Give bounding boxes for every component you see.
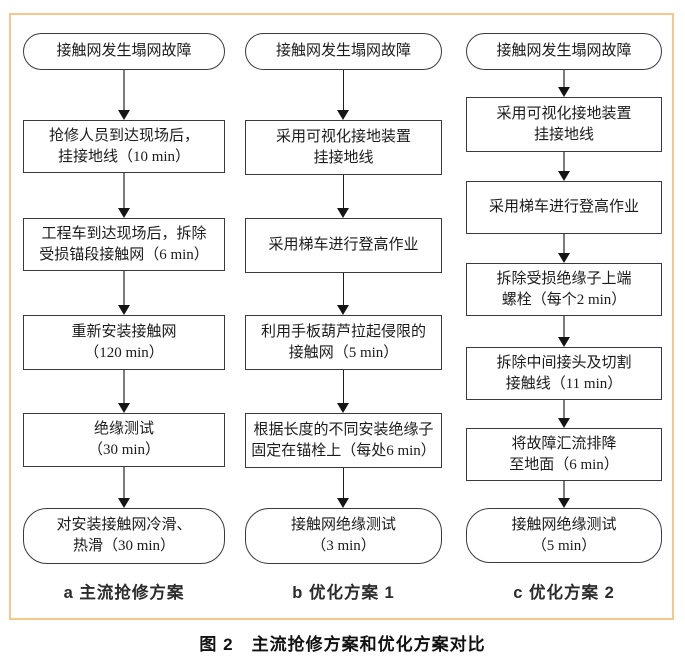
flow-node-process: 拆除受损绝缘子上端 螺栓（每个2 min） xyxy=(466,263,662,316)
arrow-down-icon xyxy=(116,467,132,508)
arrow-down-icon xyxy=(336,70,352,120)
arrow-down-icon xyxy=(556,316,572,347)
flow-node-terminal: 接触网发生塌网故障 xyxy=(466,33,662,70)
arrow-down-icon xyxy=(336,175,352,218)
arrow-down-icon xyxy=(556,481,572,508)
flow-node-process: 拆除中间接头及切割 接触线（11 min） xyxy=(466,347,662,400)
flow-column-c: 接触网发生塌网故障 采用可视化接地装置 挂接地线 采用梯车进行登高作业 拆除受损… xyxy=(466,0,662,658)
flow-node-process: 利用手板葫芦拉起侵限的 接触网（5 min） xyxy=(245,315,442,370)
flow-node-process: 采用梯车进行登高作业 xyxy=(245,218,442,273)
arrow-down-icon xyxy=(116,173,132,218)
arrow-down-icon xyxy=(116,370,132,413)
flow-node-process: 将故障汇流排降 至地面（6 min） xyxy=(466,428,662,481)
flow-node-process: 采用可视化接地装置 挂接地线 xyxy=(245,120,442,175)
arrow-down-icon xyxy=(116,70,132,120)
flow-column-b: 接触网发生塌网故障 采用可视化接地装置 挂接地线 采用梯车进行登高作业 利用手板… xyxy=(245,0,442,658)
column-label-a: a 主流抢修方案 xyxy=(63,584,185,602)
flow-node-process: 采用梯车进行登高作业 xyxy=(466,181,662,234)
flow-node-terminal: 接触网发生塌网故障 xyxy=(245,33,442,70)
column-label-b: b 优化方案 1 xyxy=(292,584,395,602)
flow-node-terminal: 接触网绝缘测试 （5 min） xyxy=(466,508,662,563)
column-label-c: c 优化方案 2 xyxy=(513,584,615,602)
flow-node-process: 抢修人员到达现场后， 挂接地线（10 min） xyxy=(23,120,225,173)
arrow-down-icon xyxy=(556,400,572,428)
arrow-down-icon xyxy=(336,468,352,508)
flow-node-terminal: 接触网绝缘测试 （3 min） xyxy=(245,508,442,564)
figure-caption: 图 2 主流抢修方案和优化方案对比 xyxy=(199,635,486,654)
arrow-down-icon xyxy=(556,234,572,263)
flow-node-terminal: 接触网发生塌网故障 xyxy=(23,33,225,70)
arrow-down-icon xyxy=(556,152,572,181)
flow-node-process: 重新安装接触网 （120 min） xyxy=(23,315,225,370)
arrow-down-icon xyxy=(116,271,132,315)
flow-node-process: 根据长度的不同安装绝缘子 固定在锚栓上（每处6 min） xyxy=(245,413,442,468)
arrow-down-icon xyxy=(556,70,572,97)
flow-node-process: 工程车到达现场后，拆除 受损锚段接触网（6 min） xyxy=(23,218,225,271)
flow-node-terminal: 对安装接触网冷滑、 热滑（30 min） xyxy=(23,508,225,564)
flow-node-process: 采用可视化接地装置 挂接地线 xyxy=(466,97,662,152)
arrow-down-icon xyxy=(336,370,352,413)
flow-node-process: 绝缘测试 （30 min） xyxy=(23,413,225,467)
arrow-down-icon xyxy=(336,273,352,315)
flow-column-a: 接触网发生塌网故障 抢修人员到达现场后， 挂接地线（10 min） 工程车到达现… xyxy=(23,0,225,658)
